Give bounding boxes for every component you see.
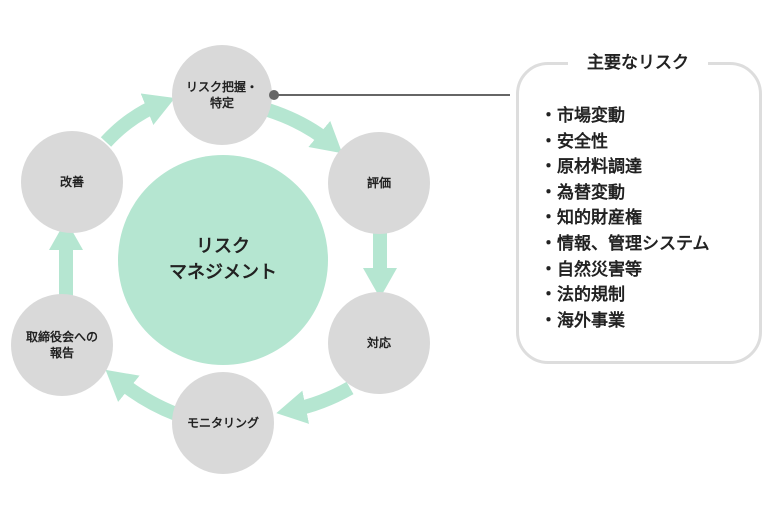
node-label: 報告 bbox=[49, 346, 74, 360]
risk-item: 情報、管理システム bbox=[540, 232, 710, 258]
node-response: 対応 bbox=[328, 292, 430, 394]
risk-item: 為替変動 bbox=[540, 181, 710, 207]
risk-item: 海外事業 bbox=[540, 309, 710, 335]
node-label: リスク把握・ bbox=[185, 80, 258, 94]
node-label: モニタリング bbox=[186, 416, 259, 430]
risk-item: 知的財産権 bbox=[540, 206, 710, 232]
major-risks-title: 主要なリスク bbox=[568, 50, 708, 76]
risk-item: 法的規制 bbox=[540, 283, 710, 309]
connector-dot bbox=[269, 90, 279, 100]
node-label: 特定 bbox=[209, 96, 234, 110]
node-label: 取締役会への bbox=[25, 330, 98, 344]
center-label-line: マネジメント bbox=[169, 262, 277, 283]
arrow-respond-to-monitor bbox=[276, 381, 354, 424]
node-risk-identification: リスク把握・特定 bbox=[172, 45, 272, 145]
node-evaluation: 評価 bbox=[328, 132, 430, 234]
major-risks-list: 市場変動 安全性 原材料調達 為替変動 知的財産権 情報、管理システム 自然災害… bbox=[540, 104, 710, 334]
connector-line bbox=[274, 94, 510, 96]
center-risk-management: リスクマネジメント bbox=[118, 155, 328, 365]
risk-item: 市場変動 bbox=[540, 104, 710, 130]
node-improvement: 改善 bbox=[21, 131, 123, 233]
node-monitoring: モニタリング bbox=[172, 372, 274, 474]
node-label: 評価 bbox=[366, 176, 391, 190]
risk-item: 原材料調達 bbox=[540, 155, 710, 181]
node-board-report: 取締役会への報告 bbox=[11, 294, 113, 396]
center-label-line: リスク bbox=[196, 236, 250, 257]
arrow-monitor-to-report bbox=[105, 369, 179, 421]
risk-item: 安全性 bbox=[540, 130, 710, 156]
node-label: 対応 bbox=[366, 336, 391, 350]
arrow-identify-to-evaluate bbox=[265, 103, 343, 154]
node-label: 改善 bbox=[59, 175, 84, 189]
arrow-improve-to-identify bbox=[100, 93, 175, 147]
risk-item: 自然災害等 bbox=[540, 258, 710, 284]
